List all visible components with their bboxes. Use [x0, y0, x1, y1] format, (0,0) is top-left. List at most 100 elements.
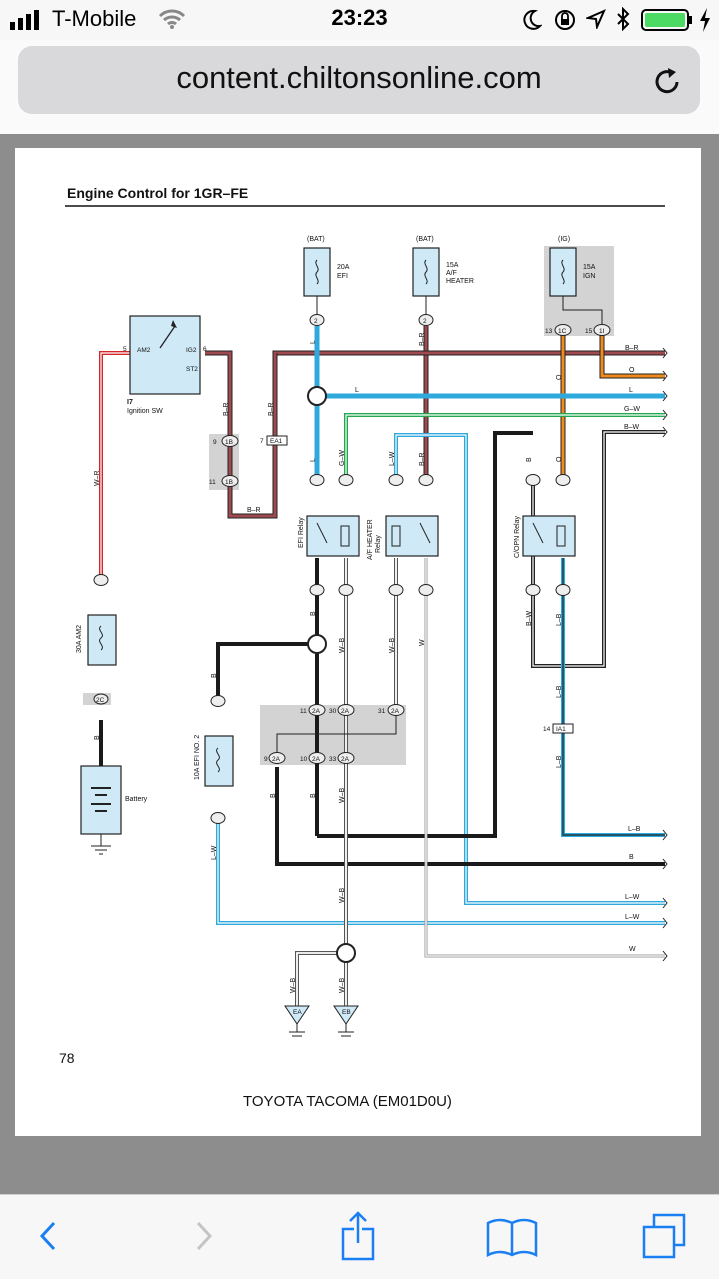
battery: Battery: [80, 765, 148, 855]
wl-lb-right: L–B: [628, 826, 641, 833]
wl-b-right: B: [629, 854, 634, 861]
am2-terminal: AM2: [137, 347, 151, 354]
status-bar: T-Mobile 23:23: [0, 0, 719, 40]
bluetooth-icon: [617, 7, 630, 31]
pin-7: 7: [260, 438, 264, 445]
wl-b-v4: B: [94, 735, 101, 740]
wl-gw-right: G–W: [624, 406, 640, 413]
carrier-name: T-Mobile: [52, 6, 137, 31]
st2-terminal: ST2: [186, 366, 198, 373]
ignition-switch-id: I7: [127, 399, 133, 406]
conn-ea1: EA1: [270, 438, 283, 445]
url-text[interactable]: content.chiltonsonline.com: [176, 60, 542, 95]
wl-wb-v2: W–B: [389, 638, 396, 654]
ignition-switch: AM2 IG2 ST2 5 6 I7 Ignition SW: [123, 315, 207, 415]
efi-no2-fuse-label: 10A EFI NO. 2: [194, 735, 201, 780]
ign-fuse: (IG) 15A IGN: [549, 236, 603, 324]
wire-black-b: [99, 558, 665, 866]
pin-15: 15: [585, 328, 593, 335]
wl-br-v1: B–R: [419, 332, 426, 346]
diagram-title: Engine Control for 1GR–FE: [67, 185, 248, 201]
bat-label-1: (BAT): [307, 236, 325, 243]
wl-o-v1: O: [556, 374, 563, 380]
bookmarks-icon[interactable]: [482, 1211, 542, 1261]
wl-lw-right-1: L–W: [625, 894, 640, 901]
back-chevron-icon[interactable]: [20, 1211, 80, 1261]
conn-1i: 1I: [599, 328, 605, 335]
wl-bw-right: B–W: [624, 424, 640, 431]
moon-icon: [523, 9, 542, 30]
battery-icon: [641, 9, 692, 31]
wl-br-right: B–R: [625, 345, 639, 352]
tabs-icon[interactable]: [636, 1211, 696, 1261]
wl-wb-v4: W–B: [339, 888, 346, 904]
ground-ea-label: EA: [293, 1009, 302, 1016]
ignition-switch-label: Ignition SW: [127, 408, 163, 415]
forward-chevron-icon[interactable]: [172, 1211, 232, 1261]
wire-blue-l-b: [561, 558, 665, 837]
relay-top-connectors: [309, 474, 571, 486]
wl-br-bottom: B–R: [247, 507, 261, 514]
wl-l-v1: L: [310, 340, 317, 344]
conn-2a-3: 2A: [391, 708, 400, 715]
conn-2a-5: 2A: [312, 756, 321, 763]
conn-2a-1: 2A: [312, 708, 321, 715]
wire-orange: [560, 331, 665, 480]
wire-labels: B–R O L L G–W B–W B–R L–B B L–W L–W W L …: [94, 332, 641, 993]
wl-wb-v5: W–B: [290, 978, 297, 994]
pin-2a-10: 10: [300, 756, 308, 763]
wl-bw-v: B–W: [526, 610, 533, 626]
wl-lw-right-2: L–W: [625, 914, 640, 921]
address-bar[interactable]: content.chiltonsonline.com: [18, 46, 700, 114]
efi-no2-fuse: 10A EFI NO. 2: [194, 695, 234, 824]
ign-fuse-name: IGN: [583, 273, 595, 280]
efi-fuse-name: EFI: [337, 273, 348, 280]
battery-label: Battery: [125, 796, 148, 803]
wl-o-v2: O: [556, 456, 563, 462]
ig-label: (IG): [558, 236, 570, 243]
wl-lb-v1: L–B: [556, 613, 563, 626]
browser-toolbar: [0, 1194, 719, 1279]
wl-lb-v2: L–B: [556, 685, 563, 698]
pin-2a-9: 9: [264, 756, 268, 763]
wl-br-v4: B–R: [419, 452, 426, 466]
wire-b-r: [205, 326, 665, 519]
pin-5: 5: [123, 346, 127, 353]
wiring-diagram-page[interactable]: .box{fill:#cfe9f7;stroke:#222;stroke-wid…: [15, 148, 701, 1136]
ig2-terminal: IG2: [186, 347, 197, 354]
efi-relay-label: EFI Relay: [298, 517, 305, 548]
page-footer: TOYOTA TACOMA (EM01D0U): [243, 1093, 452, 1110]
af-heater-relay: A/F HEATER Relay: [367, 515, 439, 560]
pin-af-fuse: 2: [423, 318, 427, 325]
wl-o-right: O: [629, 367, 635, 374]
af-fuse-name-2: HEATER: [446, 278, 474, 285]
wl-wb-v3: W–B: [339, 788, 346, 804]
copn-relay: C/OPN Relay: [514, 515, 576, 558]
wl-wb-v6: W–B: [339, 978, 346, 994]
conn-1b-top: 1B: [225, 439, 233, 446]
wl-b-v3: B: [211, 673, 218, 678]
pin-14: 14: [543, 726, 551, 733]
wire-green-g-w: [344, 413, 665, 480]
location-icon: [586, 9, 606, 29]
share-icon[interactable]: [328, 1211, 388, 1261]
page-number: 78: [59, 1050, 75, 1066]
conn-2c: 2C: [96, 697, 105, 704]
charging-bolt-icon: [700, 8, 710, 32]
af-relay-label-2: Relay: [375, 535, 382, 553]
fuse-connectors: 2 2 1C 13 1I 15: [309, 296, 611, 336]
ground-eb-label: EB: [342, 1009, 351, 1016]
connector-ia1: IA1 14: [543, 723, 574, 734]
am2-fuse: 30A AM2 2C: [76, 574, 117, 705]
efi-fuse-amp: 20A: [337, 264, 350, 271]
pin-9: 9: [213, 439, 217, 446]
pin-2a-11: 11: [300, 708, 307, 715]
wl-b-v2: B: [310, 611, 317, 616]
pin-2a-30: 30: [329, 708, 337, 715]
wl-lw-v1: L–W: [389, 451, 396, 466]
reload-icon[interactable]: [652, 66, 684, 98]
conn-2a-6: 2A: [341, 756, 350, 763]
ign-fuse-amp: 15A: [583, 264, 596, 271]
junction-2a: 2A 2A 2A 2A 2A 2A 11 30 31 9 10 33: [264, 704, 405, 764]
af-relay-label-1: A/F HEATER: [367, 519, 374, 560]
